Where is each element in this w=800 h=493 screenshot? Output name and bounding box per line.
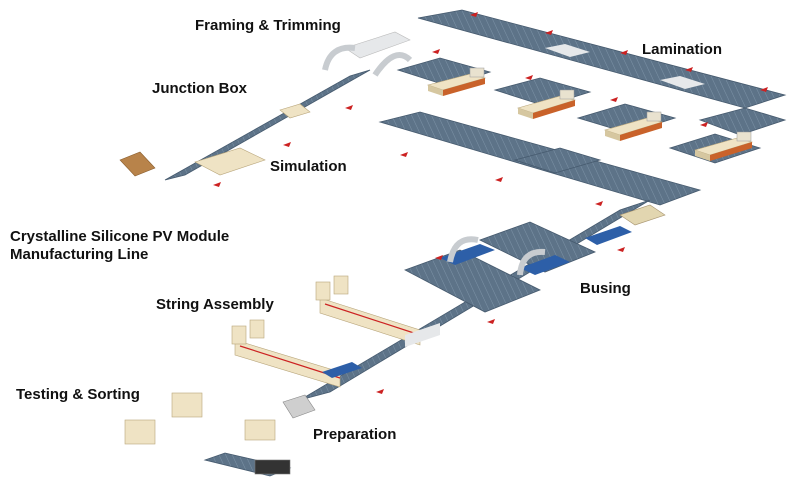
finishing-line (119, 31, 413, 181)
flow-arrow-icon (283, 142, 291, 147)
junction-box-station (279, 103, 311, 119)
tester-machine (171, 392, 203, 418)
flow-arrow-icon (487, 319, 495, 324)
stage-label-busing: Busing (580, 280, 631, 297)
conveyor-segment (513, 147, 602, 174)
stage-label-simulation: Simulation (270, 158, 347, 175)
prep-box (244, 419, 276, 441)
framing-robot-arm (322, 44, 356, 71)
laminator-machine (693, 131, 754, 161)
flow-arrow-icon (435, 255, 443, 260)
glass-panel (660, 76, 705, 89)
stage-label-preparation: Preparation (313, 426, 397, 443)
flow-arrow-icon (400, 152, 408, 157)
main-conveyor (299, 199, 666, 401)
stage-label-junction-box: Junction Box (152, 80, 248, 97)
testing-area (124, 392, 203, 445)
framing-robot-arm (372, 52, 413, 77)
busing-robot-arm (517, 248, 546, 276)
flow-arrow-icon (213, 182, 221, 187)
framing-panels (344, 31, 411, 59)
diagram-title: Crystalline Silicone PV Module Manufactu… (10, 228, 229, 264)
flow-arrow-icon (545, 30, 553, 35)
laminator-machine (603, 111, 664, 141)
flow-arrow-icon (700, 122, 708, 127)
output-pallet (119, 151, 156, 177)
cell-panel (440, 244, 495, 265)
title-line-1: Crystalline Silicone PV Module (10, 228, 230, 245)
flow-arrow-icon (760, 87, 768, 92)
flow-arrow-icon (345, 105, 353, 110)
flow-arrow-icon (595, 201, 603, 206)
stringer-machine (315, 275, 440, 347)
flow-arrow-icon (525, 75, 533, 80)
cell-panel (520, 255, 570, 275)
flow-arrow-icon (376, 389, 384, 394)
laminator-machine (516, 89, 577, 119)
cell-panel (585, 226, 632, 245)
conveyor-segment (698, 107, 787, 136)
flow-arrow-icon (470, 12, 478, 17)
stage-label-string-assembly: String Assembly (156, 296, 274, 313)
laminator-machine (426, 67, 487, 96)
prep-stack (254, 459, 291, 475)
stage-label-lamination: Lamination (642, 41, 723, 58)
busing-machine (619, 204, 666, 226)
flow-arrow-icon (610, 97, 618, 102)
lamination-area (378, 9, 787, 206)
flow-arrow-icon (617, 247, 625, 252)
stage-label-framing: Framing & Trimming (195, 17, 341, 34)
flow-arrow-icon (495, 177, 503, 182)
simulator-machine (194, 147, 266, 176)
glass-panel (545, 44, 590, 57)
preparation-area (203, 394, 316, 477)
prep-roll-machine (282, 394, 316, 419)
conveyor-segment (417, 9, 787, 109)
flow-arrows (213, 12, 768, 394)
tester-machine (124, 419, 156, 445)
flow-arrow-icon (432, 49, 440, 54)
flow-arrow-icon (685, 67, 693, 72)
flow-arrow-icon (620, 50, 628, 55)
title-line-2: Manufacturing Line (10, 246, 149, 263)
busing-robot-arm (447, 236, 479, 263)
string-assembly-area (231, 275, 440, 388)
stringer-machine (231, 319, 362, 388)
stage-label-testing-sorting: Testing & Sorting (16, 386, 140, 403)
